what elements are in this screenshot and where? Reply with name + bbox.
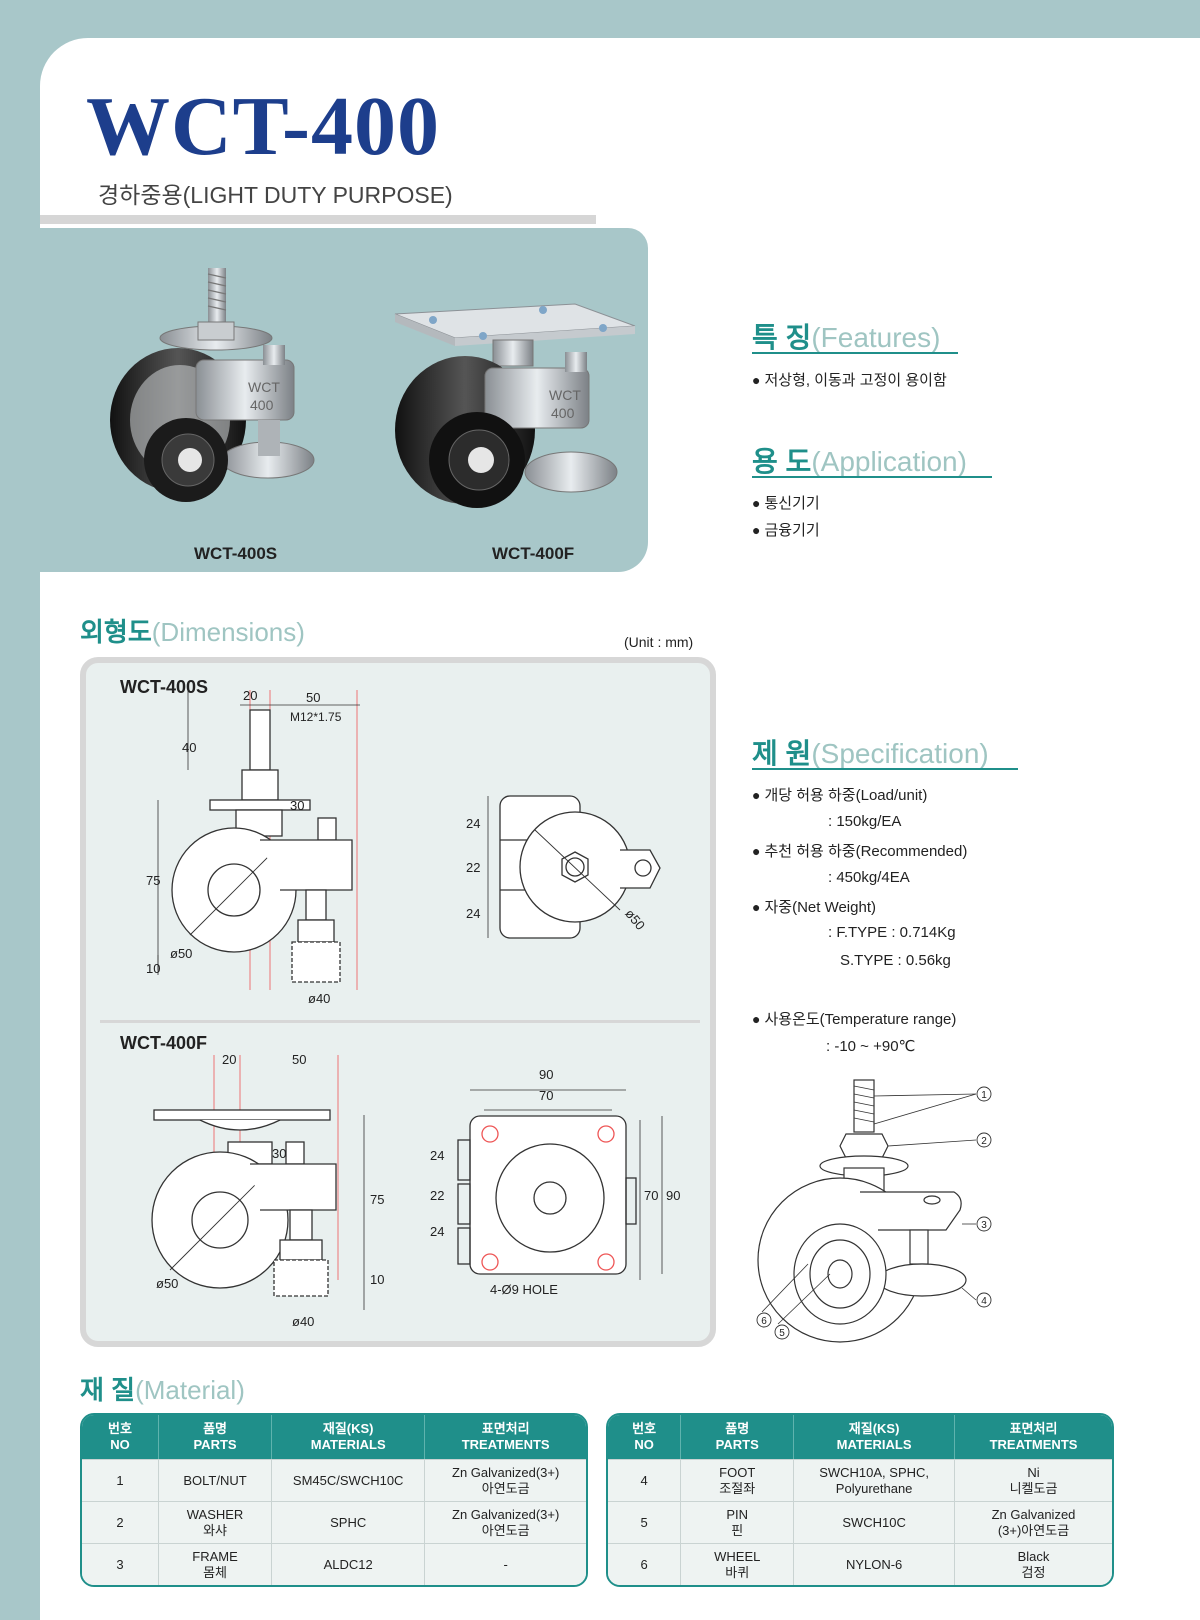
dim-s-50: 50 bbox=[306, 690, 321, 705]
title-divider bbox=[40, 215, 596, 224]
application-item: ●금융기기 bbox=[752, 522, 820, 539]
spec-temperature: ●사용온도(Temperature range) bbox=[752, 1011, 957, 1028]
dim-f-top-v90: 90 bbox=[666, 1188, 681, 1203]
dim-s-thread: M12*1.75 bbox=[290, 710, 342, 724]
product-photo-400s: WCT 400 bbox=[110, 268, 315, 502]
spec-recommended: ●추천 허용 하중(Recommended) bbox=[752, 843, 968, 860]
application-rule bbox=[752, 476, 992, 478]
dim-f-phi40: ø40 bbox=[292, 1314, 315, 1329]
dim-f-top-24b: 24 bbox=[430, 1224, 445, 1239]
drawing-400s-top bbox=[487, 795, 661, 939]
dim-s-top-24b: 24 bbox=[466, 906, 481, 921]
callout-5: 5 bbox=[779, 1328, 785, 1339]
application-item: ●통신기기 bbox=[752, 495, 820, 512]
svg-text:400: 400 bbox=[250, 397, 274, 413]
dim-f-top-70: 70 bbox=[539, 1088, 554, 1103]
dim-s-30: 30 bbox=[290, 798, 305, 813]
dim-s-top-22: 22 bbox=[466, 860, 481, 875]
photo-label-400s: WCT-400S bbox=[194, 544, 278, 563]
application-heading: 용 도(Application) bbox=[752, 446, 967, 477]
dim-s-20: 20 bbox=[243, 688, 258, 703]
svg-text:WCT: WCT bbox=[248, 379, 280, 395]
dim-f-30: 30 bbox=[272, 1146, 287, 1161]
callout-6: 6 bbox=[761, 1316, 767, 1327]
features-rule bbox=[752, 352, 958, 354]
dim-s-phi50: ø50 bbox=[170, 946, 193, 961]
dim-s-10: 10 bbox=[146, 961, 161, 976]
dim-f-phi50: ø50 bbox=[156, 1276, 179, 1291]
dim-f-75: 75 bbox=[370, 1192, 385, 1207]
page-subtitle: 경하중용(LIGHT DUTY PURPOSE) bbox=[98, 182, 453, 208]
dim-f-50: 50 bbox=[292, 1052, 307, 1067]
photo-label-400f: WCT-400F bbox=[492, 544, 575, 563]
dim-s-top-24a: 24 bbox=[466, 816, 481, 831]
svg-text:400: 400 bbox=[551, 405, 575, 421]
callout-2: 2 bbox=[981, 1136, 987, 1147]
callout-3: 3 bbox=[981, 1220, 987, 1231]
dim-s-phi40: ø40 bbox=[308, 991, 331, 1006]
dim-f-top-22: 22 bbox=[430, 1188, 445, 1203]
dim-f-top-v70: 70 bbox=[644, 1188, 659, 1203]
features-heading: 특 징(Features) bbox=[752, 322, 941, 353]
spec-weight: ●자중(Net Weight) bbox=[752, 899, 876, 916]
unit-label: (Unit : mm) bbox=[624, 634, 694, 650]
spec-load-value: : 150kg/EA bbox=[828, 813, 902, 830]
callout-4: 4 bbox=[981, 1296, 987, 1307]
product-photo-400f: WCT 400 bbox=[394, 303, 636, 508]
dimensions-heading: 외형도(Dimensions) bbox=[80, 617, 305, 647]
drawing-400f-top bbox=[457, 1089, 663, 1280]
spec-load: ●개당 허용 하중(Load/unit) bbox=[752, 787, 928, 804]
dim-s-75: 75 bbox=[146, 873, 161, 888]
dim-label-400s: WCT-400S bbox=[120, 677, 209, 697]
drawing-400f-side bbox=[151, 1055, 365, 1310]
dim-f-top-hole: 4-Ø9 HOLE bbox=[490, 1282, 558, 1297]
spec-recommended-value: : 450kg/4EA bbox=[828, 869, 910, 886]
dim-s-40: 40 bbox=[182, 740, 197, 755]
dim-f-top-90: 90 bbox=[539, 1067, 554, 1082]
dimensions-divider bbox=[100, 1020, 700, 1023]
spec-weight-f: : F.TYPE : 0.714Kg bbox=[828, 924, 956, 941]
dim-f-10: 10 bbox=[370, 1272, 385, 1287]
specification-rule bbox=[752, 768, 1018, 770]
material-heading: 재 질(Material) bbox=[80, 1375, 245, 1405]
drawing-400s-side bbox=[157, 690, 360, 990]
dim-label-400f: WCT-400F bbox=[120, 1033, 208, 1053]
table-row: 1 BOLT/NUT SM45C/SWCH10C Zn Galvanized(3… bbox=[82, 1459, 586, 1501]
spec-temperature-value: : -10 ~ +90℃ bbox=[826, 1038, 916, 1055]
dim-f-20: 20 bbox=[222, 1052, 237, 1067]
page-title: WCT-400 bbox=[86, 80, 440, 173]
dim-f-top-24a: 24 bbox=[430, 1148, 445, 1163]
callout-1: 1 bbox=[981, 1090, 987, 1101]
specification-heading: 제 원(Specification) bbox=[752, 738, 989, 769]
col-materials: 재질(KS)MATERIALS bbox=[272, 1415, 426, 1459]
feature-item: ●저상형, 이동과 고정이 용이함 bbox=[752, 372, 947, 389]
spec-weight-s: S.TYPE : 0.56kg bbox=[840, 952, 951, 969]
svg-text:WCT: WCT bbox=[549, 387, 581, 403]
parts-callout-drawing: 1 2 3 4 5 6 bbox=[756, 1079, 992, 1343]
col-materials: 재질(KS)MATERIALS bbox=[794, 1415, 955, 1459]
